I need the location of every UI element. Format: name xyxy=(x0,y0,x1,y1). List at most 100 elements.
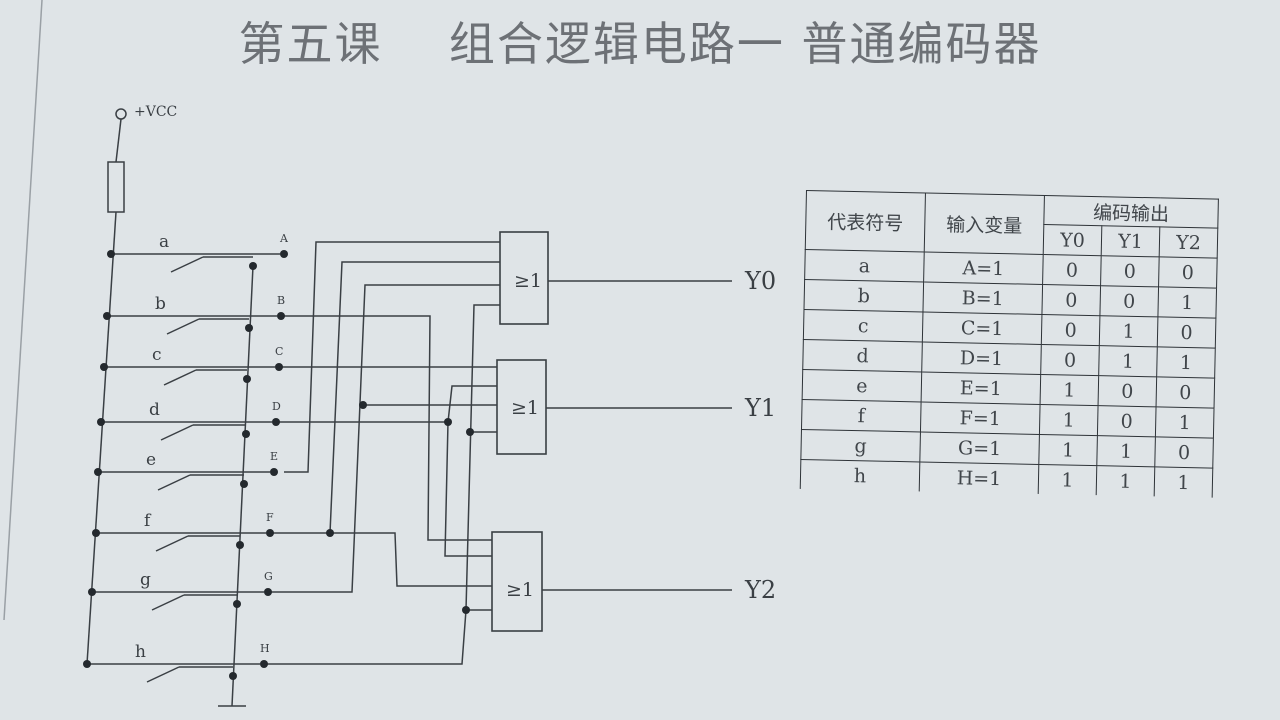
supply-wire xyxy=(115,118,122,163)
wire xyxy=(270,261,500,534)
input-cell: D=1 xyxy=(921,341,1042,375)
junction-dot xyxy=(280,250,288,258)
input-cell: E=1 xyxy=(921,371,1041,405)
junction-dot xyxy=(326,529,334,537)
switch-e-blade xyxy=(157,474,191,491)
y2-cell: 1 xyxy=(1156,346,1216,379)
switch-h-blade xyxy=(146,666,180,683)
junction-dot xyxy=(266,529,274,537)
input-cell: C=1 xyxy=(922,311,1042,345)
input-label-e: E xyxy=(270,450,278,463)
page-title: 第五课 组合逻辑电路一 普通编码器 xyxy=(238,17,1042,71)
junction-dot xyxy=(100,363,108,371)
symbol-cell: f xyxy=(801,399,922,432)
junction-dot xyxy=(233,600,241,608)
junction-dot xyxy=(270,468,278,476)
junction-dot xyxy=(359,401,367,409)
supply-label: +VCC xyxy=(134,104,177,120)
y1-cell: 0 xyxy=(1097,405,1157,437)
symbol-cell: g xyxy=(800,429,921,462)
y0-cell: 1 xyxy=(1040,374,1099,406)
junction-dot xyxy=(277,312,285,320)
y0-cell: 0 xyxy=(1041,284,1101,316)
pull-resistor xyxy=(107,161,125,213)
switch-a-blade xyxy=(170,256,204,273)
symbol-cell: e xyxy=(802,369,922,402)
y0-cell: 1 xyxy=(1039,404,1099,436)
wire xyxy=(330,532,492,587)
symbol-cell: h xyxy=(800,459,920,492)
input-cell: G=1 xyxy=(919,431,1040,465)
wire xyxy=(268,284,500,593)
y0-cell: 1 xyxy=(1038,434,1098,466)
junction-dot xyxy=(466,428,474,436)
header-y0: Y0 xyxy=(1043,224,1102,256)
junction-dot xyxy=(83,660,91,668)
y2-cell: 0 xyxy=(1158,256,1218,289)
output-label-y0: Y0 xyxy=(744,267,776,295)
symbol-cell: d xyxy=(802,339,923,372)
input-label-c: C xyxy=(275,345,283,358)
input-label-f: F xyxy=(266,511,274,524)
header-symbol: 代表符号 xyxy=(805,190,926,252)
junction-dot xyxy=(240,480,248,488)
junction-dot xyxy=(264,588,272,596)
y2-cell: 1 xyxy=(1157,286,1217,319)
y2-cell: 0 xyxy=(1156,376,1215,409)
header-input: 输入变量 xyxy=(924,193,1045,255)
junction-dot xyxy=(249,262,257,270)
junction-dot xyxy=(444,418,452,426)
y1-cell: 1 xyxy=(1096,435,1156,467)
or-gate-2 xyxy=(491,531,543,632)
gate-label: ≥1 xyxy=(511,397,539,419)
wire xyxy=(276,385,497,423)
wire xyxy=(281,315,492,541)
output-label-y1: Y1 xyxy=(744,394,776,422)
header-output: 编码输出 xyxy=(1043,195,1219,229)
wire xyxy=(284,241,500,473)
junction-dot xyxy=(94,468,102,476)
switch-label-d: d xyxy=(149,400,160,420)
vcc-bus xyxy=(86,211,117,665)
y0-cell: 1 xyxy=(1038,464,1097,496)
input-label-b: B xyxy=(277,294,285,307)
supply-terminal xyxy=(115,108,127,120)
switch-d-blade xyxy=(160,424,194,441)
junction-dot xyxy=(97,418,105,426)
y0-cell: 0 xyxy=(1042,254,1102,286)
y2-cell: 0 xyxy=(1157,316,1216,349)
junction-dot xyxy=(272,418,280,426)
switch-label-c: c xyxy=(152,345,162,365)
y1-cell: 0 xyxy=(1100,255,1160,287)
junction-dot xyxy=(245,324,253,332)
or-gate-1 xyxy=(496,359,547,455)
switch-label-e: e xyxy=(146,450,156,470)
junction-dot xyxy=(229,672,237,680)
switch-f-blade xyxy=(155,535,189,552)
junction-dot xyxy=(243,375,251,383)
junction-dot xyxy=(275,363,283,371)
switch-label-a: a xyxy=(159,232,169,252)
symbol-cell: b xyxy=(803,279,924,312)
y1-cell: 0 xyxy=(1099,285,1159,317)
junction-dot xyxy=(88,588,96,596)
input-label-a: A xyxy=(279,232,289,245)
y1-cell: 1 xyxy=(1096,465,1155,497)
junction-dot xyxy=(236,541,244,549)
wire xyxy=(444,421,492,557)
junction-dot xyxy=(242,430,250,438)
symbol-cell: a xyxy=(804,249,925,282)
page-margin-line xyxy=(3,0,43,621)
junction-dot xyxy=(107,250,115,258)
junction-dot xyxy=(462,606,470,614)
input-cell: B=1 xyxy=(922,281,1043,315)
input-label-h: H xyxy=(260,642,270,655)
input-cell: F=1 xyxy=(920,401,1041,435)
y1-cell: 0 xyxy=(1098,375,1157,407)
gate-label: ≥1 xyxy=(506,579,534,601)
symbol-cell: c xyxy=(803,309,923,342)
switch-label-g: g xyxy=(140,570,151,590)
switch-b-blade xyxy=(166,318,200,335)
